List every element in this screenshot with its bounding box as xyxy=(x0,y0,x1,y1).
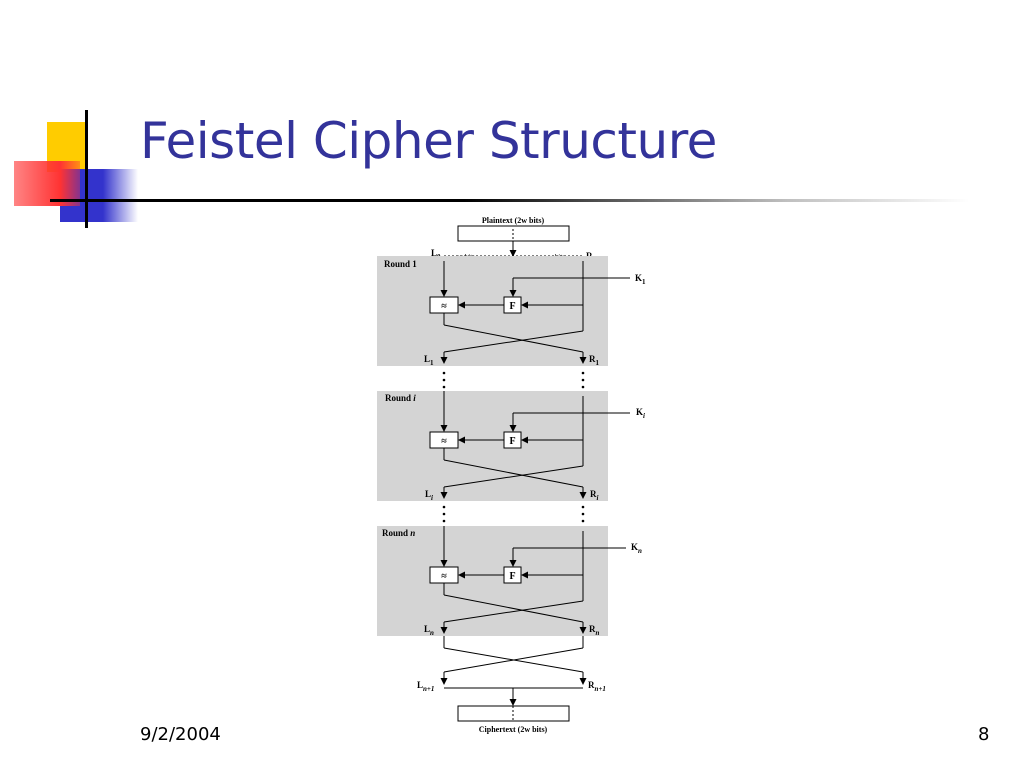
round-i-out-right: Ri xyxy=(590,489,599,502)
continuation-dots-2 xyxy=(442,505,585,523)
round-i-label: Round i xyxy=(385,393,416,403)
footer-date: 9/2/2004 xyxy=(140,724,221,745)
round-i-f-label: F xyxy=(509,436,515,447)
round-1-f-label: F xyxy=(509,301,515,312)
round-1-out-left: L1 xyxy=(424,354,434,367)
round-n-label: Round n xyxy=(382,528,415,538)
ciphertext-label: Ciphertext (2w bits) xyxy=(479,725,548,734)
round-n-xor-symbol: ≈ xyxy=(441,571,447,582)
round-n-out-left: Ln xyxy=(424,624,434,637)
final-left-label: Ln+1 xyxy=(417,680,434,693)
final-right-label: Rn+1 xyxy=(588,680,606,693)
continuation-dots-1 xyxy=(442,371,585,389)
round-1-label: Round 1 xyxy=(384,259,417,269)
round-i-out-left: Li xyxy=(425,489,433,502)
round-n-box xyxy=(377,526,608,636)
round-i-box xyxy=(377,391,608,501)
deco-vertical-line xyxy=(85,110,88,228)
deco-horizontal-line xyxy=(50,199,970,202)
round-n-key: Kn xyxy=(631,542,642,555)
round-i-xor-symbol: ≈ xyxy=(441,436,447,447)
slide-title: Feistel Cipher Structure xyxy=(140,112,717,170)
round-1-out-right: R1 xyxy=(589,354,600,367)
round-1-key: K1 xyxy=(635,273,646,286)
round-i-key: Ki xyxy=(636,407,645,420)
page-number: 8 xyxy=(978,724,990,745)
round-n-out-right: Rn xyxy=(589,624,600,637)
plaintext-label: Plaintext (2w bits) xyxy=(482,216,545,225)
round-1-box xyxy=(377,256,608,366)
deco-red-block xyxy=(14,161,80,206)
round-n-f-label: F xyxy=(509,571,515,582)
round-1-xor-symbol: ≈ xyxy=(441,301,447,312)
